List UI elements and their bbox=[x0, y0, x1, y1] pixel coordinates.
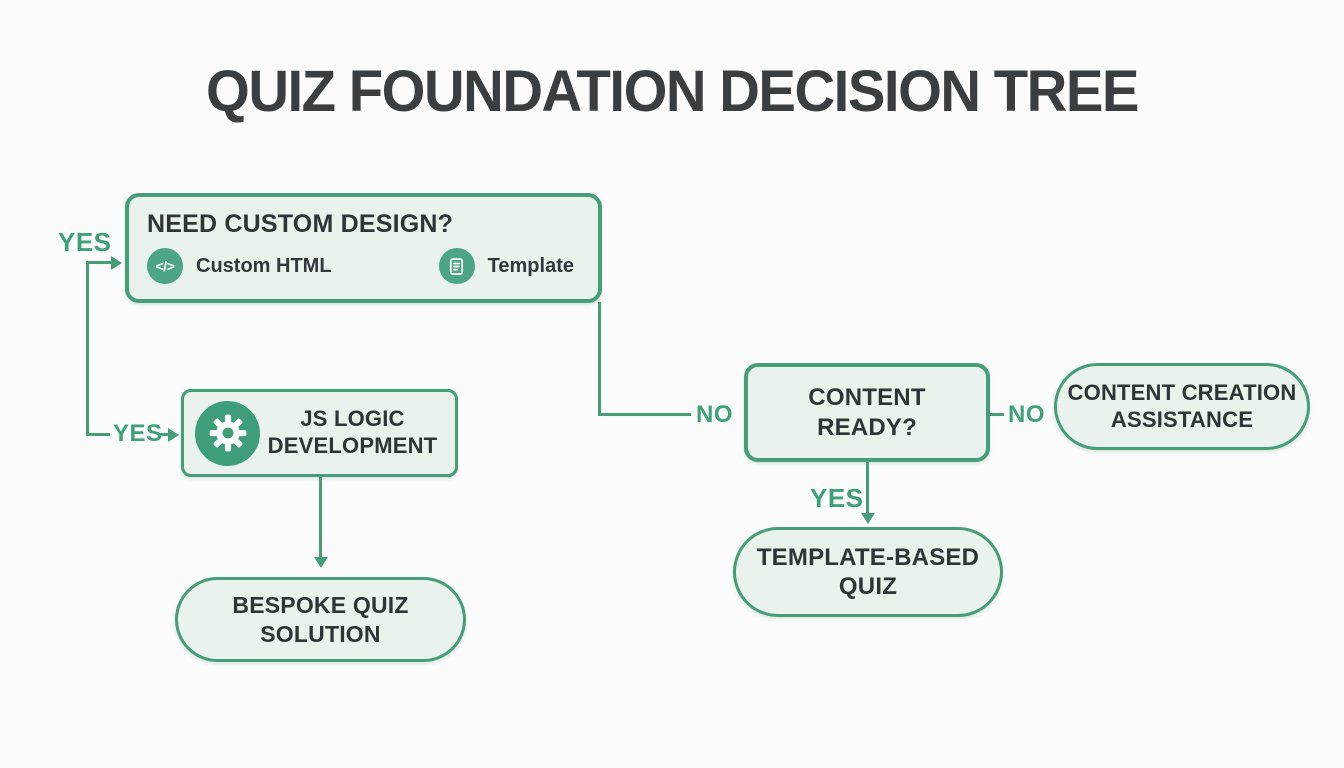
edge-label-no-mid: NO bbox=[696, 401, 733, 428]
content-ready-label: CONTENT READY? bbox=[808, 384, 926, 441]
edge-label-yes-down: YES bbox=[810, 483, 864, 513]
node-js-logic-development: JS LOGIC DEVELOPMENT bbox=[181, 389, 458, 477]
arrowhead-into-template-quiz bbox=[860, 513, 875, 524]
page-title: QUIZ FOUNDATION DECISION TREE bbox=[206, 59, 1139, 124]
need-custom-design-question: NEED CUSTOM DESIGN? bbox=[147, 210, 454, 238]
option-template-label: Template bbox=[487, 254, 574, 277]
gear-icon bbox=[195, 400, 260, 466]
node-bespoke-quiz-solution: BESPOKE QUIZ SOLUTION bbox=[175, 577, 466, 662]
option-custom-html: </> Custom HTML bbox=[147, 248, 332, 284]
edge-no-vertical-line bbox=[598, 302, 601, 416]
arrowhead-into-js-logic-box bbox=[168, 427, 179, 442]
template-quiz-label: TEMPLATE-BASED QUIZ bbox=[756, 543, 980, 600]
option-template: Template bbox=[438, 248, 574, 284]
edge-label-yes-top: YES bbox=[58, 227, 112, 257]
edge-yes-arrow-shaft bbox=[160, 433, 169, 436]
edge-label-no-right: NO bbox=[1008, 401, 1045, 428]
code-icon: </> bbox=[147, 248, 183, 284]
edge-label-yes-left: YES bbox=[113, 420, 163, 447]
node-template-based-quiz: TEMPLATE-BASED QUIZ bbox=[733, 527, 1003, 617]
edge-yes-down-line bbox=[866, 462, 869, 514]
document-icon bbox=[438, 248, 475, 284]
node-content-ready: CONTENT READY? bbox=[744, 363, 990, 462]
design-options: </> Custom HTML Template bbox=[147, 248, 578, 284]
content-creation-label: CONTENT CREATION ASSISTANCE bbox=[1067, 379, 1297, 432]
option-custom-html-label: Custom HTML bbox=[196, 254, 332, 277]
edge-no-right-line bbox=[990, 413, 1004, 416]
edge-jslogic-to-bespoke-line bbox=[319, 477, 322, 558]
js-logic-label: JS LOGIC DEVELOPMENT bbox=[267, 406, 438, 458]
node-content-creation-assistance: CONTENT CREATION ASSISTANCE bbox=[1054, 363, 1310, 450]
edge-yes-top-line bbox=[86, 261, 112, 264]
edge-no-horizontal-line bbox=[598, 413, 691, 416]
arrowhead-into-bespoke bbox=[313, 557, 328, 568]
arrowhead-into-design-box bbox=[111, 255, 122, 270]
edge-yes-bottom-line bbox=[86, 433, 110, 436]
node-need-custom-design: NEED CUSTOM DESIGN? </> Custom HTML Te bbox=[125, 193, 602, 303]
edge-yes-vertical-line bbox=[86, 261, 89, 436]
bespoke-label: BESPOKE QUIZ SOLUTION bbox=[232, 592, 409, 647]
